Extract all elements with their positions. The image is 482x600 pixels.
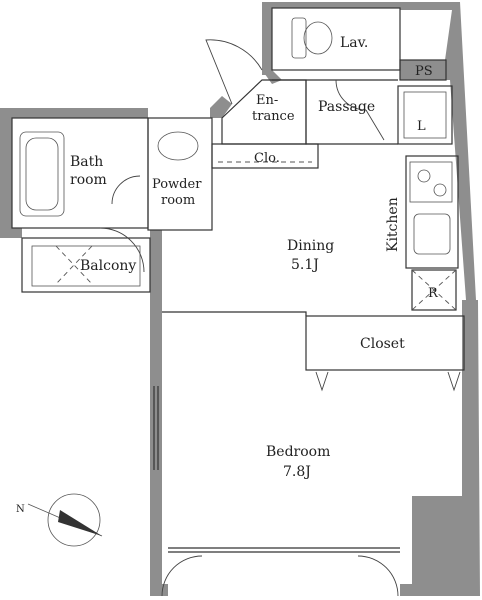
label-lav: Lav. [340, 35, 368, 51]
doors [99, 39, 461, 597]
label-balcony: Balcony [80, 258, 136, 274]
label-bath-2: room [70, 172, 107, 188]
label-passage: Passage [318, 99, 375, 115]
interior-walls [11, 7, 465, 553]
label-laundry: L [417, 119, 426, 134]
label-dining: Dining [287, 238, 334, 254]
label-closet: Closet [360, 336, 405, 352]
label-bath-1: Bath [70, 154, 103, 170]
label-entrance-2: trance [252, 109, 295, 124]
label-dining-size: 5.1J [291, 257, 319, 273]
label-bedroom: Bedroom [266, 444, 330, 460]
label-entrance-1: En- [256, 93, 278, 108]
label-refrigerator: R [428, 286, 439, 301]
label-bedroom-size: 7.8J [283, 464, 311, 480]
label-ps: PS [415, 64, 433, 79]
compass-north-label: N [16, 504, 25, 515]
label-powder-2: room [161, 193, 195, 208]
label-kitchen: Kitchen [385, 197, 401, 252]
compass: N [16, 493, 103, 547]
label-powder-1: Powder [152, 177, 202, 192]
room-labels: Lav. PS En- trance Passage L Bath room P… [70, 35, 439, 480]
label-clo: Clo. [254, 151, 280, 166]
